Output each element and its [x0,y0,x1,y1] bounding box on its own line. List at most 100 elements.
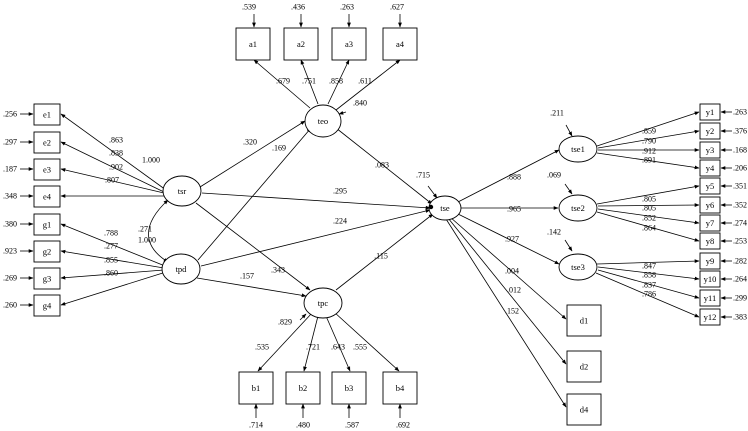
error-y1: .263 [733,108,747,117]
loading-tpd-g4: .860 [104,269,118,278]
edge-tse-tse3 [457,213,560,265]
edge-tpd-g2 [60,249,165,269]
path-teo-tse: .083 [375,161,389,170]
loading-tse3-y9: .847 [642,262,656,271]
edge-tpd-teo [197,127,312,261]
loading-tse-tse2: .965 [507,205,521,214]
covariance-tsr-tpd: .271 [138,225,152,234]
indicator-y7 [699,214,721,232]
indicator-a4 [382,27,418,61]
edge-tse3-y12 [595,272,700,318]
indicator-a2 [283,27,319,61]
error-variance-labels: .539 .436 .263 .627 .256 .297 .187 .348 … [3,3,747,430]
indicator-g4-label: g4 [43,301,52,311]
loading-teo-a4: .611 [358,77,372,86]
error-tpc: .829 [278,318,292,327]
indicator-b4 [382,371,418,405]
path-tpd-tse: .224 [333,217,347,226]
indicator-y2-label: y2 [706,126,715,136]
indicator-boxes: a1 a2 a3 a4 e1 e2 e3 e4 g1 g2 g3 g4 b1 b… [33,27,721,426]
error-b2: .480 [296,421,310,430]
latent-tse1 [558,135,598,163]
latent-tse [428,195,462,221]
edge-tpd-tse [200,209,431,267]
loading-tsr-e4: .807 [105,176,119,185]
error-a2: .436 [291,3,305,12]
edge-tse1-y4 [596,152,700,170]
loading-tse1-y3: .912 [642,147,656,156]
edge-tse-d4 [445,218,567,408]
edge-tse3-y11 [597,269,700,299]
error-g1: .380 [3,220,17,229]
indicator-d1 [566,304,602,337]
edge-tsr-e2 [60,141,165,193]
disturbance-arrow-tpc [299,313,307,321]
indicator-e3-label: e3 [43,165,51,175]
indicator-y8 [699,232,721,250]
loading-tpd-fixed: 1.000 [138,236,156,245]
edge-teo-a2 [300,59,319,105]
error-b4: .692 [396,421,410,430]
path-tsr-teo: .320 [243,138,257,147]
indicator-e1 [33,103,61,126]
indicator-y10 [699,270,721,288]
loading-tse3-y11: .837 [642,281,656,290]
latent-tpd-label: tpd [176,264,188,274]
indicator-y4 [699,159,721,177]
indicator-e4 [33,185,61,208]
edge-tse-d2 [447,217,567,365]
tse-junction-dot [428,204,434,210]
indicator-y6-label: y6 [706,200,715,210]
disturbance-arrow-tse [427,185,438,199]
error-y3: .168 [733,146,747,155]
loading-tpc-b4: .555 [353,343,367,352]
indicator-y3 [699,141,721,159]
loading-tse-d2: .012 [507,286,521,295]
latent-tse2-label: tse2 [571,203,585,213]
edge-tsr-tpc [195,202,311,291]
indicator-a2-label: a2 [297,39,305,49]
error-y12: .383 [733,313,747,322]
error-y4: .206 [733,164,747,173]
edge-tpc-b1 [257,312,313,372]
indicator-y6 [699,196,721,214]
indicator-y5 [699,177,721,195]
loading-teo-a1: .679 [276,77,290,86]
indicator-g2-label: g2 [43,247,52,257]
disturbance-arrow-tse3 [564,239,573,252]
error-a3: .263 [340,3,354,12]
loading-tse-tse3: .927 [505,235,519,244]
loading-tse-tse1: .888 [507,173,521,182]
edge-teo-a3 [327,59,350,105]
indicator-y8-label: y8 [706,236,715,246]
indicator-g3 [33,267,61,290]
disturbance-arrow-tse2 [564,183,573,195]
path-tpd-tpc: .157 [240,272,254,281]
error-y9: .282 [733,257,747,266]
loading-tsr-fixed: 1.000 [142,156,160,165]
indicator-y12-label: y12 [704,312,717,322]
edge-tpc-b3 [325,315,351,372]
indicator-e2 [33,131,61,154]
error-b3: .587 [345,421,359,430]
loading-tpc-b3: .643 [331,343,345,352]
error-e2: .297 [3,138,17,147]
indicator-y1 [699,103,721,121]
loading-tse2-y6: .805 [642,204,656,213]
edge-tse2-y8 [596,211,700,242]
indicator-y12 [699,308,721,326]
edges [20,14,732,418]
edge-tse2-y6 [597,203,700,207]
path-tpd-teo: .169 [272,144,286,153]
indicator-y9 [699,252,721,270]
loading-tse-d4: .152 [505,307,519,316]
loading-tsr-e1: .863 [109,136,123,145]
latent-tsr-label: tsr [178,186,187,196]
edge-tsr-e3 [60,168,165,194]
loading-tse2-y7: .852 [642,214,656,223]
edge-tpd-tpc [196,277,307,298]
indicator-a4-label: a4 [396,39,405,49]
loading-tpd-g1: .788 [104,229,118,238]
indicator-g3-label: g3 [43,274,52,284]
